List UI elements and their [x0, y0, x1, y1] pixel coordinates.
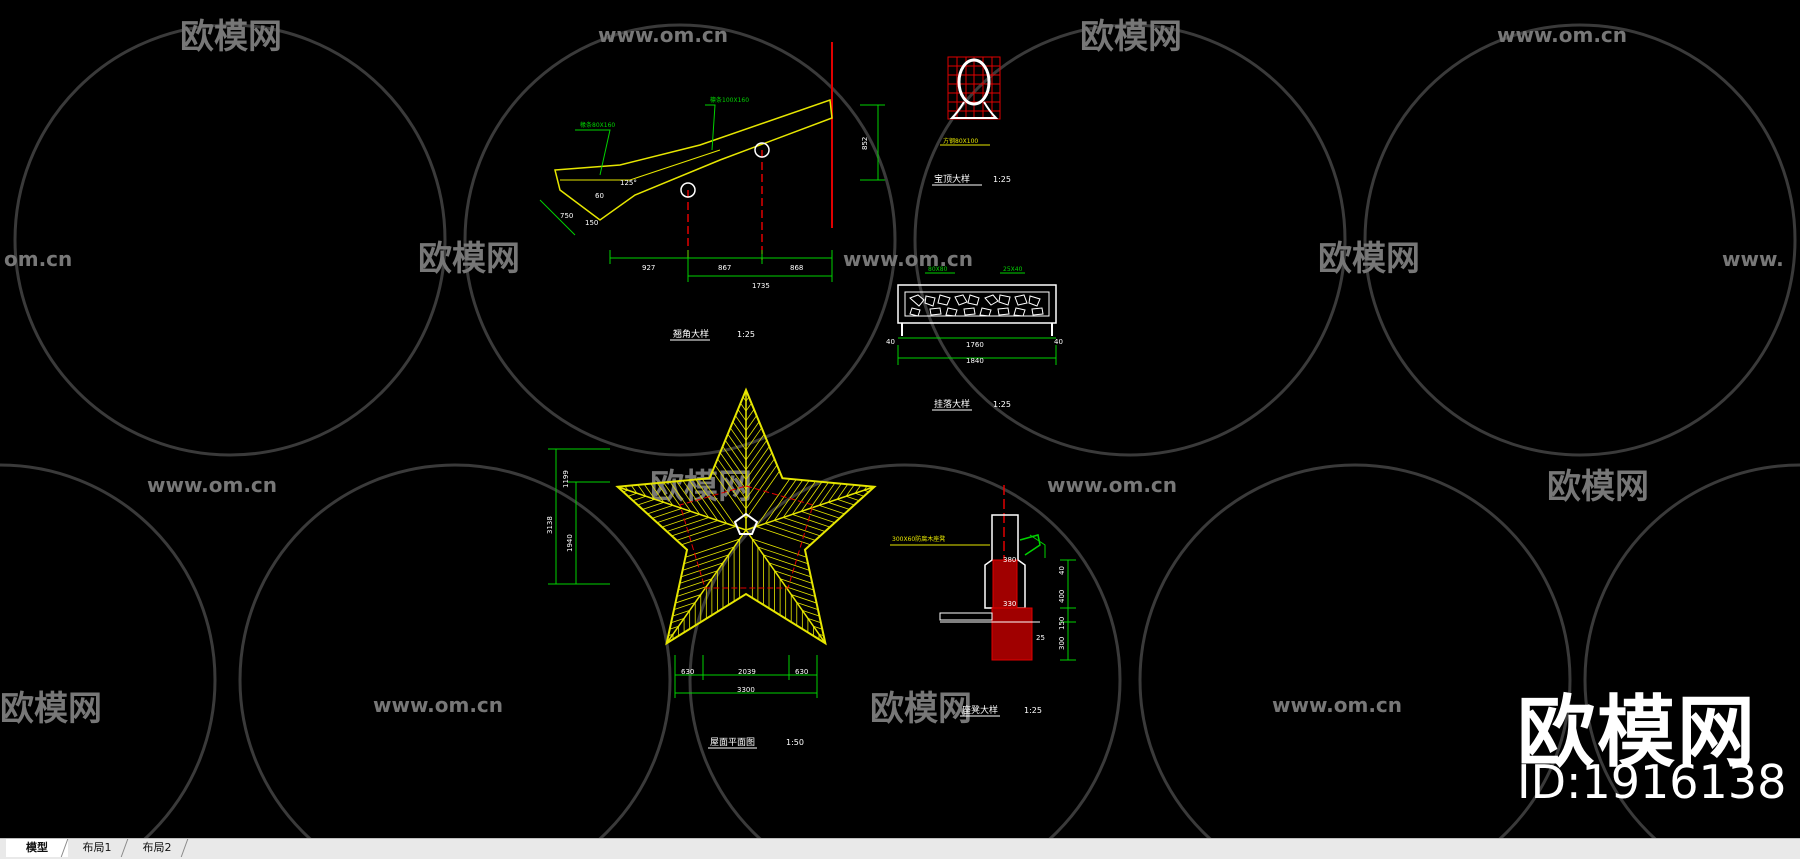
dim-label: 852	[861, 137, 869, 150]
watermark-url: www.	[1722, 247, 1784, 271]
dim-label: 300	[1058, 637, 1066, 650]
watermark-url: www.om.cn	[147, 473, 277, 497]
tab-layout-1[interactable]: 布局1	[66, 839, 128, 857]
dim-label: 150	[585, 219, 598, 227]
watermark-brand: 欧模网	[418, 239, 520, 279]
dim-label: 630	[681, 668, 694, 676]
dim-label: 60	[595, 192, 604, 200]
detail-scale: 1:25	[1024, 706, 1042, 715]
dim-label: 400	[1058, 590, 1066, 603]
dim-label: 125°	[620, 179, 637, 187]
watermark-url: www.om.cn	[373, 693, 503, 717]
detail-title: 翘角大样	[673, 328, 709, 340]
dim-label: 1840	[966, 357, 984, 365]
dim-label: 1940	[566, 534, 574, 552]
eave-corner-detail: 927 867 868 1735 852 125° 750 60 150 椽条8…	[540, 42, 885, 340]
note-label: 方钢80X100	[943, 137, 978, 145]
dim-label: 3300	[737, 686, 755, 694]
dim-label: 927	[642, 264, 655, 272]
watermark-url: om.cn	[4, 247, 72, 271]
dim-label: 25	[1036, 634, 1045, 642]
watermark-brand: 欧模网	[180, 17, 282, 57]
dim-label: 40	[1054, 338, 1063, 346]
dim-label: 867	[718, 264, 731, 272]
brand-id-text: ID:1916138	[1517, 755, 1786, 809]
dim-label: 3138	[546, 516, 554, 534]
dim-label: 630	[795, 668, 808, 676]
dim-label: 380	[1003, 556, 1016, 564]
watermark-brand: 欧模网	[1080, 17, 1182, 57]
dim-label: 750	[560, 212, 573, 220]
detail-scale: 1:25	[993, 175, 1011, 184]
tab-model[interactable]: 模型	[6, 839, 68, 857]
note-label: 檩条100X160	[710, 96, 749, 104]
dim-label: 2039	[738, 668, 756, 676]
detail-title: 屋面平面图	[710, 737, 755, 748]
watermark-url: www.om.cn	[598, 23, 728, 47]
watermark-brand: 欧模网	[0, 689, 102, 729]
layout-tab-bar: 模型 布局1 布局2	[0, 838, 1800, 859]
watermark-brand: 欧模网	[870, 689, 972, 729]
watermark-brand: 欧模网	[1547, 467, 1649, 507]
watermark-url: www.om.cn	[1272, 693, 1402, 717]
note-label: 25X40	[1003, 266, 1023, 273]
finial-detail: 方钢80X100 宝顶大样 1:25	[932, 57, 1011, 185]
dim-label: 868	[790, 264, 803, 272]
cad-model-canvas[interactable]: 欧模网 欧模网 欧模网 欧模网 欧模网 欧模网 欧模网 欧模网 www.om.c…	[0, 0, 1800, 838]
watermark-texts: 欧模网 欧模网 欧模网 欧模网 欧模网 欧模网 欧模网 欧模网 www.om.c…	[0, 17, 1784, 729]
watermark-url: www.om.cn	[1047, 473, 1177, 497]
dim-label: 40	[886, 338, 895, 346]
detail-scale: 1:25	[737, 330, 755, 339]
dim-label: 1735	[752, 282, 770, 290]
watermark-url: www.om.cn	[843, 247, 973, 271]
dim-label: 40	[1058, 566, 1066, 575]
dim-label: 1199	[562, 470, 570, 488]
tab-layout-2[interactable]: 布局2	[126, 839, 188, 857]
note-label: 300X60防腐木座凳	[892, 535, 945, 543]
roof-plan: 1199 3138 1940 630 2039 630 3300 屋面平面图 1…	[546, 390, 874, 748]
watermark-brand: 欧模网	[1318, 239, 1420, 279]
note-label: 椽条80X160	[580, 121, 615, 129]
detail-scale: 1:25	[993, 400, 1011, 409]
watermark-url: www.om.cn	[1497, 23, 1627, 47]
detail-title: 座凳大样	[962, 704, 998, 716]
detail-title: 挂落大样	[934, 398, 970, 410]
dim-label: 330	[1003, 600, 1016, 608]
detail-scale: 1:50	[786, 738, 804, 747]
note-label: 80X80	[928, 266, 948, 273]
dim-label: 150	[1058, 617, 1066, 630]
dim-label: 1760	[966, 341, 984, 349]
detail-title: 宝顶大样	[934, 173, 970, 185]
